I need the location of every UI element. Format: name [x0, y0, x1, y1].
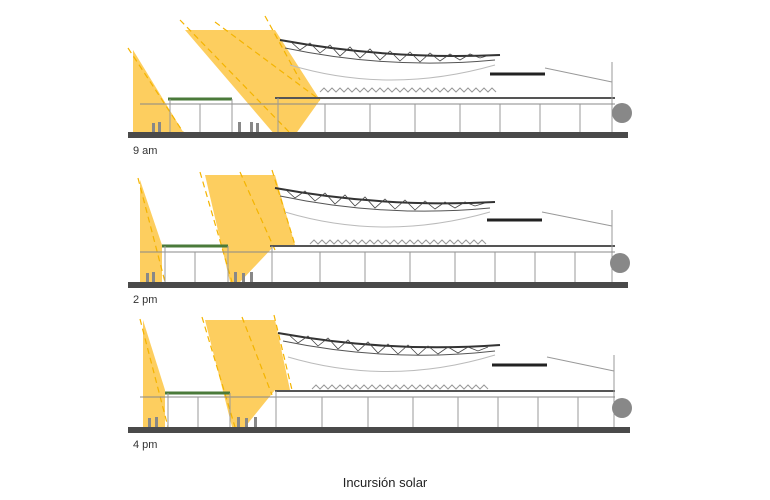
section-drawing-9am	[127, 15, 632, 138]
time-label-9am: 9 am	[133, 145, 158, 157]
roof-right-slope	[544, 67, 613, 83]
roof-truss	[279, 39, 501, 57]
sun-ray	[273, 314, 293, 391]
sun-ray	[241, 316, 273, 396]
sunlight-wedge-right	[205, 320, 290, 427]
people-silhouettes	[152, 122, 259, 132]
sunlight-wedge-left	[143, 320, 165, 427]
figure-caption: Incursión solar	[342, 475, 428, 490]
tree	[612, 398, 632, 418]
section-drawing-2pm	[128, 169, 630, 288]
roof-shadow-arc	[287, 354, 496, 372]
people-silhouettes	[148, 417, 257, 427]
roof-truss-lower	[279, 195, 491, 212]
seating-row	[311, 384, 489, 390]
ground-line	[128, 427, 630, 433]
tree	[612, 103, 632, 123]
sunlight-wedge-left	[140, 180, 162, 282]
roof-shadow-arc	[289, 64, 496, 81]
seating-row	[319, 87, 497, 93]
roof-right-slope	[546, 356, 615, 372]
columns	[164, 246, 576, 282]
sun-ray	[214, 21, 321, 101]
sun-ray	[139, 318, 169, 428]
sun-ray	[199, 171, 233, 283]
seating-row	[309, 239, 487, 245]
sunlight-wedge-right	[205, 175, 295, 282]
time-label-2pm: 2 pm	[133, 294, 158, 306]
ground-line	[128, 132, 628, 138]
tree	[610, 253, 630, 273]
roof-right-slope	[541, 211, 613, 227]
roof-truss-lower	[282, 340, 496, 356]
section-drawing-4pm	[128, 314, 632, 433]
sun-ray	[137, 177, 166, 283]
sun-ray	[264, 15, 301, 81]
roof-truss-web	[287, 333, 489, 356]
sun-ray	[239, 171, 276, 251]
roof-shadow-arc	[284, 211, 491, 228]
sun-ray	[179, 19, 293, 136]
sun-ray	[127, 47, 186, 136]
roof-truss-web	[289, 40, 491, 63]
roof-truss-lower	[284, 47, 496, 64]
columns	[169, 98, 581, 132]
people-silhouettes	[146, 272, 253, 282]
columns	[167, 391, 579, 427]
sun-ray	[271, 169, 296, 246]
ground-line	[128, 282, 628, 288]
sunlight-wedge-right	[185, 30, 320, 135]
time-label-4pm: 4 pm	[133, 439, 158, 451]
sunlight-wedge-left	[133, 50, 185, 135]
roof-truss-web	[284, 188, 486, 211]
